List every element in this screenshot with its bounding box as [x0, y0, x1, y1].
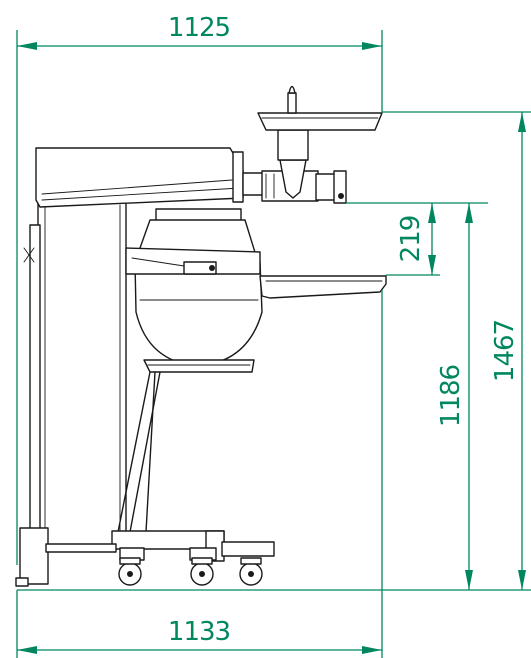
dimension-overall-width-bottom: 1133 [16, 290, 383, 658]
dimension-label-width-bottom: 1133 [168, 617, 230, 647]
caster-wheel-1 [118, 557, 142, 586]
caster-wheel-3 [239, 557, 263, 586]
dimension-overall-height: 1467 [382, 111, 531, 590]
feeding-tray [257, 85, 383, 131]
dimension-label-table-height: 1186 [436, 365, 466, 427]
caster-wheel-2 [190, 557, 214, 586]
machine-head [35, 147, 264, 208]
machine-column [23, 199, 127, 546]
dimension-label-grinder-offset: 219 [396, 216, 426, 263]
machine-base [15, 527, 117, 587]
dimension-overall-width-top: 1125 [16, 13, 383, 565]
dimension-grinder-offset: 219 [386, 203, 440, 276]
dimension-label-width-top: 1125 [168, 13, 230, 43]
dimension-table-height: 1186 [346, 202, 488, 590]
meat-grinder-attachment [261, 129, 347, 204]
side-table [259, 275, 387, 299]
dimension-label-overall-height: 1467 [490, 320, 520, 382]
mixing-bowl [125, 208, 263, 367]
machine-side-view [15, 85, 387, 587]
trolley-frame [111, 530, 275, 562]
trolley-tray [117, 359, 255, 533]
